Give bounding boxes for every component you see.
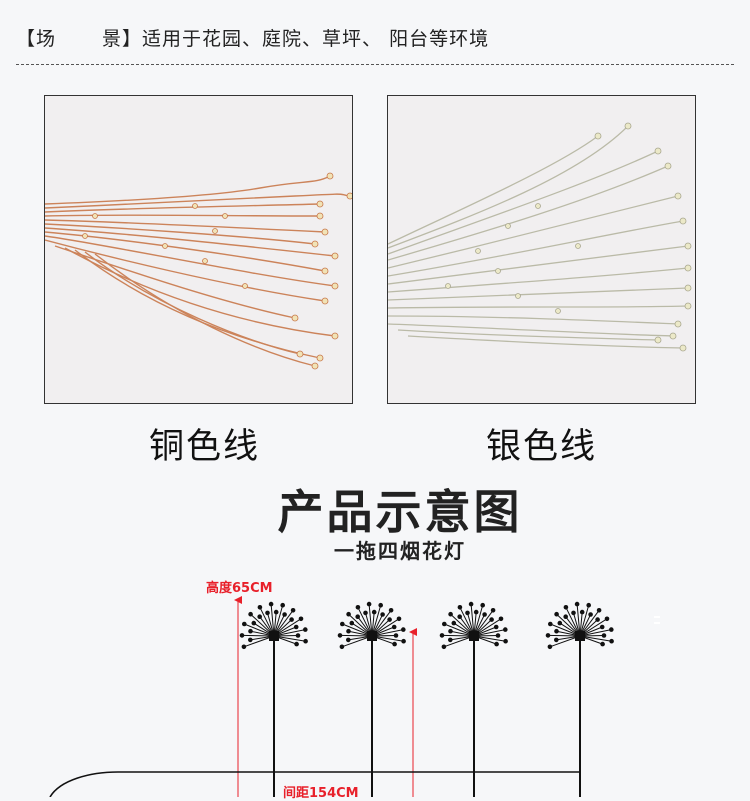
product-diagram-title: 产品示意图 [277, 485, 523, 539]
scene-text: 适用于花园、庭院、草坪、 阳台等环境 [142, 28, 490, 50]
silver-wire-illustration [388, 122, 692, 352]
copper-wire-caption: 铜色线 [148, 427, 260, 467]
copper-wire-illustration [45, 172, 352, 370]
silver-wire-photo [387, 95, 696, 404]
lamp-group [239, 601, 614, 797]
feed-cable [49, 771, 580, 797]
firework-lamp [337, 601, 406, 797]
firework-lamp [239, 601, 308, 797]
dashed-divider [16, 64, 734, 65]
spacing-label: 间距154CM [281, 782, 361, 801]
firework-lamp [545, 601, 614, 797]
copper-wire-photo [44, 95, 353, 404]
scene-description: 【场 景】适用于花园、庭院、草坪、 阳台等环境 [16, 24, 489, 51]
scene-close-label: 景】 [102, 28, 143, 50]
height-label: 高度65CM [204, 577, 275, 596]
scene-open-label: 【场 [16, 28, 57, 50]
silver-wire-caption: 银色线 [485, 427, 597, 467]
firework-lamp [439, 601, 508, 797]
lamp-layout-diagram [49, 596, 660, 797]
product-diagram-subtitle: 一拖四烟花灯 [334, 539, 466, 563]
edge-marker [654, 616, 660, 624]
